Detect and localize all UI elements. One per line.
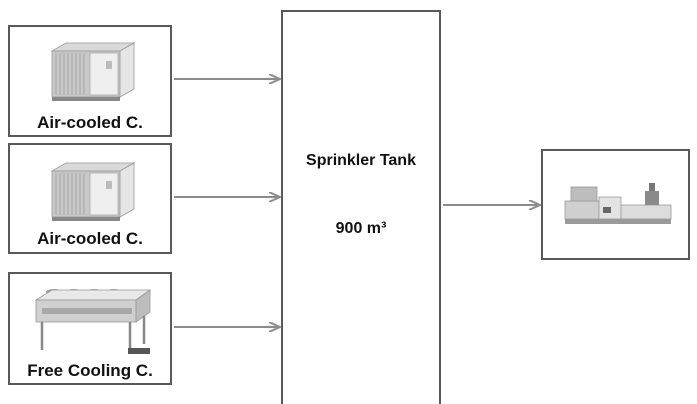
connector-arrows <box>0 0 697 404</box>
